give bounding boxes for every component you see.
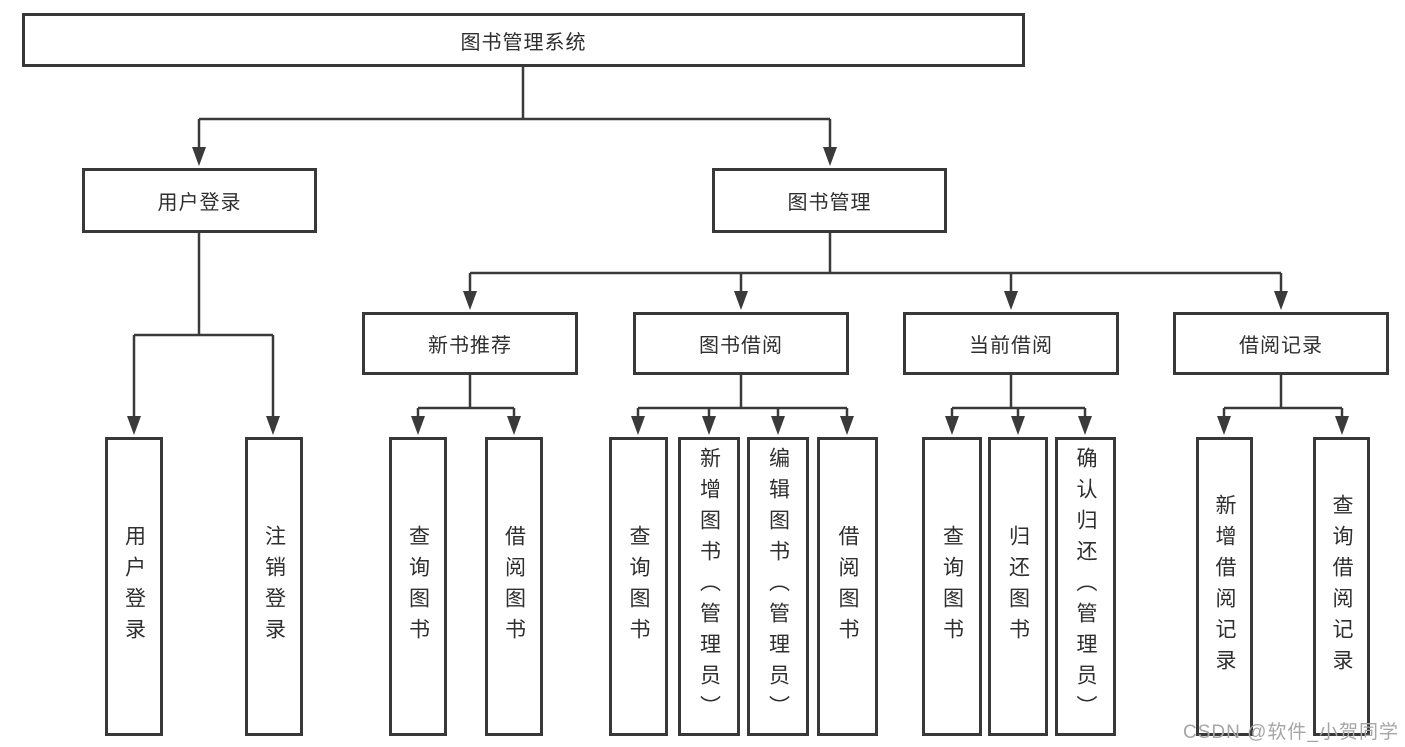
node-book-management-label: 图书管理 — [787, 192, 872, 214]
node-root: 图书管理系统 — [22, 13, 1025, 67]
leaf-borrow-query-books: 查询图书 — [609, 437, 668, 736]
leaf-borrow-query-books-label: 查询图书 — [627, 524, 650, 649]
leaf-return-books-label: 归还图书 — [1006, 524, 1030, 649]
leaf-recommend-borrow-books-label: 借阅图书 — [502, 524, 526, 649]
leaf-user-login: 用户登录 — [105, 437, 163, 736]
leaf-user-login-label: 用户登录 — [122, 524, 146, 649]
leaf-query-borrow-record-label: 查询借阅记录 — [1330, 493, 1353, 680]
csdn-watermark: CSDN @软件_小贺同学 — [1183, 722, 1399, 743]
leaf-return-books: 归还图书 — [988, 437, 1048, 736]
leaf-add-books-admin-label: 新增图书（管理员） — [697, 447, 721, 726]
node-user-login: 用户登录 — [82, 168, 317, 233]
leaf-add-borrow-record-label: 新增借阅记录 — [1213, 493, 1236, 680]
node-new-book-recommend: 新书推荐 — [362, 312, 578, 375]
arrowheads — [127, 147, 1349, 435]
node-user-login-label: 用户登录 — [157, 192, 242, 214]
node-root-label: 图书管理系统 — [460, 31, 587, 54]
node-book-borrow-label: 图书借阅 — [699, 335, 783, 357]
node-borrow-records: 借阅记录 — [1173, 312, 1389, 375]
leaf-edit-books-admin-label: 编辑图书（管理员） — [766, 447, 790, 726]
node-borrow-records-label: 借阅记录 — [1239, 335, 1323, 357]
node-book-management: 图书管理 — [712, 168, 947, 233]
leaf-confirm-return-admin-label: 确认归还（管理员） — [1074, 447, 1097, 726]
node-book-borrow: 图书借阅 — [633, 312, 849, 375]
leaf-recommend-query-books: 查询图书 — [389, 437, 447, 736]
leaf-recommend-borrow-books: 借阅图书 — [485, 437, 543, 736]
node-current-borrow-label: 当前借阅 — [969, 335, 1053, 357]
leaf-add-books-admin: 新增图书（管理员） — [678, 437, 740, 736]
leaf-query-borrow-record: 查询借阅记录 — [1313, 437, 1370, 736]
leaf-logout: 注销登录 — [245, 437, 303, 736]
leaf-current-query-books-label: 查询图书 — [940, 524, 964, 649]
leaf-edit-books-admin: 编辑图书（管理员） — [747, 437, 809, 736]
leaf-add-borrow-record: 新增借阅记录 — [1196, 437, 1253, 736]
leaf-recommend-query-books-label: 查询图书 — [406, 524, 430, 649]
node-new-book-recommend-label: 新书推荐 — [428, 335, 512, 357]
leaf-logout-label: 注销登录 — [262, 524, 286, 649]
leaf-confirm-return-admin: 确认归还（管理员） — [1055, 437, 1116, 736]
leaf-borrow-books-label: 借阅图书 — [836, 524, 859, 649]
node-current-borrow: 当前借阅 — [903, 312, 1119, 375]
leaf-borrow-books: 借阅图书 — [817, 437, 878, 736]
leaf-current-query-books: 查询图书 — [922, 437, 982, 736]
